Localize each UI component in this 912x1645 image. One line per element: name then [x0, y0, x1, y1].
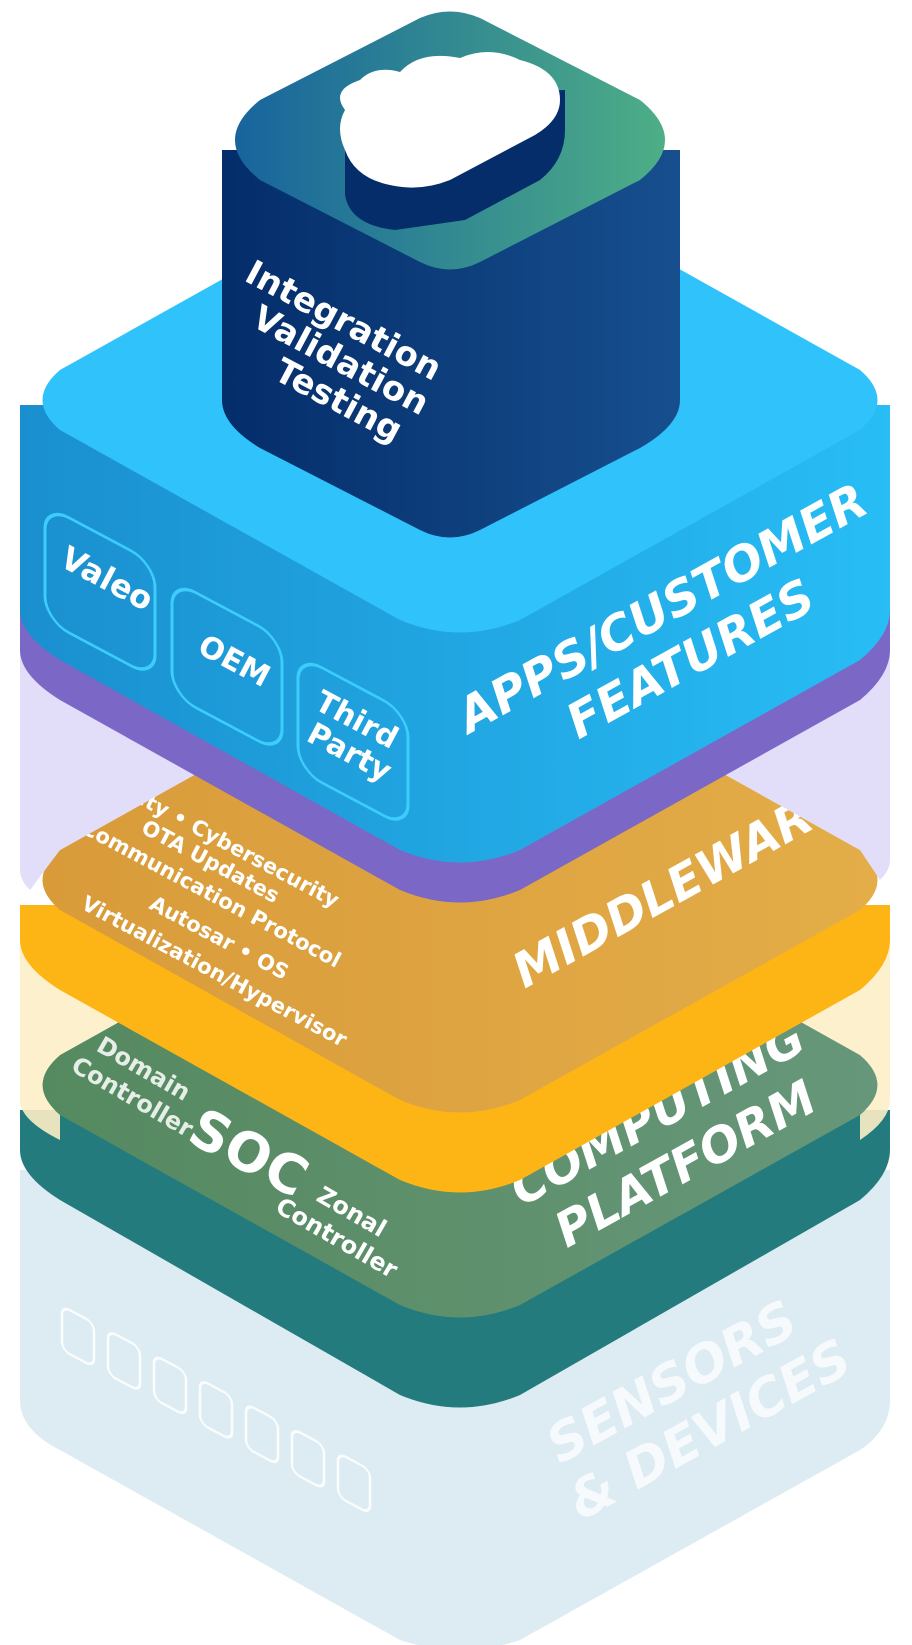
sensor-device-icons	[60, 1307, 372, 1512]
apps-box-valeo	[43, 512, 157, 671]
device-icon	[198, 1381, 234, 1439]
cloud-shape	[340, 51, 560, 188]
device-icon	[244, 1405, 280, 1464]
top-block	[222, 11, 680, 538]
device-icon	[336, 1454, 372, 1512]
device-icon	[290, 1430, 326, 1488]
device-icon	[60, 1307, 96, 1366]
cloud-icon	[340, 51, 565, 230]
device-icon	[152, 1356, 188, 1415]
apps-box-third-party	[296, 662, 410, 821]
device-icon	[106, 1332, 142, 1390]
apps-box-oem	[170, 587, 284, 746]
top-block-side	[222, 150, 680, 538]
